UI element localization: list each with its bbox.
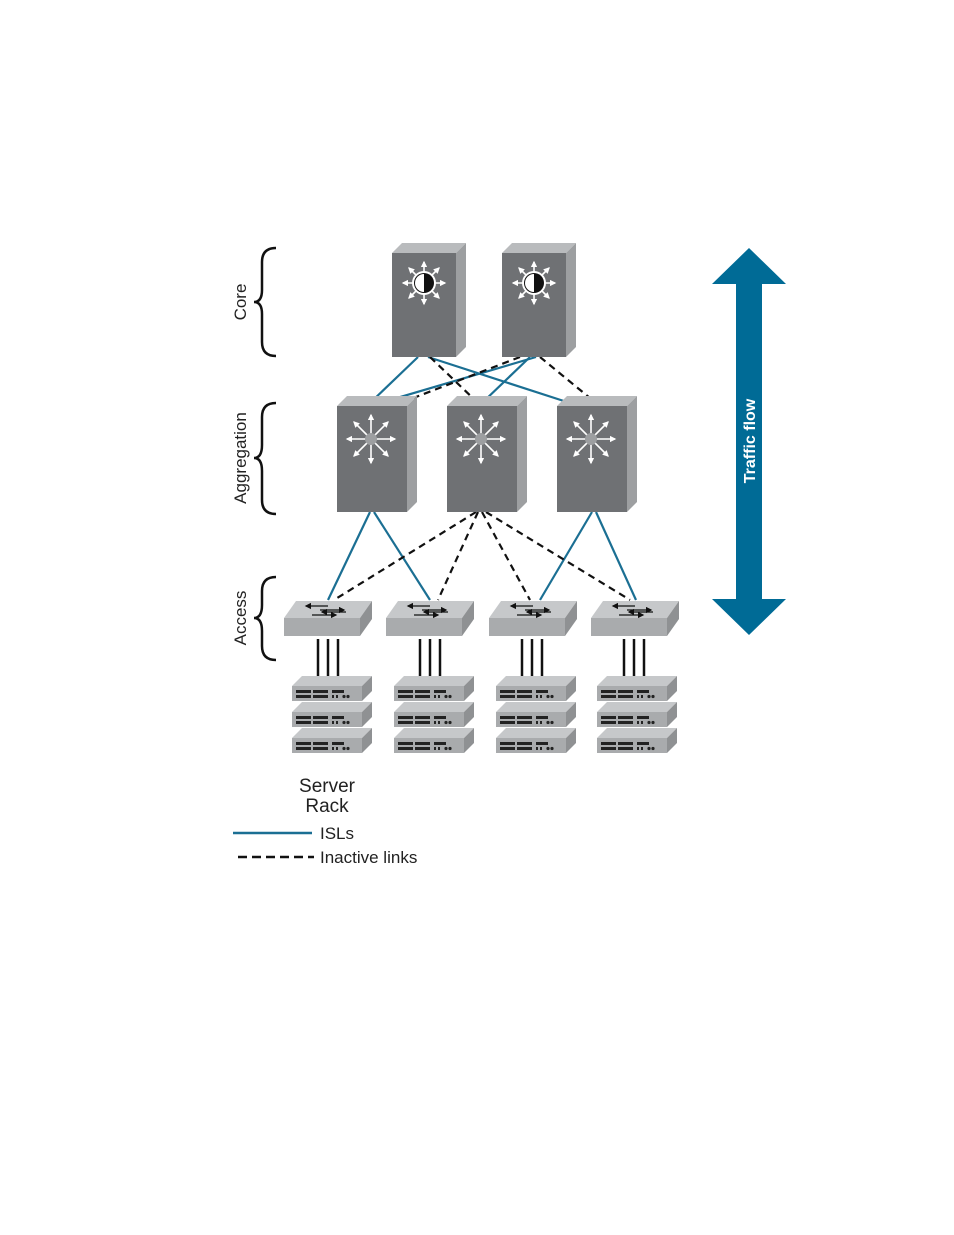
server-rack-1 xyxy=(292,676,372,753)
inactive-link xyxy=(482,512,530,600)
server-rack-caption-line1: Server xyxy=(299,776,356,797)
access-switch-2 xyxy=(386,601,474,636)
isl-link xyxy=(374,512,430,600)
legend: ISLs Inactive links xyxy=(233,824,417,867)
access-switch-4 xyxy=(591,601,679,636)
core-brace xyxy=(254,248,276,356)
access-switch-1 xyxy=(284,601,372,636)
legend-isl-label: ISLs xyxy=(320,824,354,843)
server-rack-3 xyxy=(496,676,576,753)
traffic-flow-arrow: Traffic flow xyxy=(712,248,786,635)
access-brace xyxy=(254,577,276,660)
server-rack-caption-line2: Rack xyxy=(305,796,349,817)
tier-access: Access xyxy=(231,577,276,660)
legend-inactive-label: Inactive links xyxy=(320,848,417,867)
aggregation-access-links xyxy=(328,512,636,600)
isl-link xyxy=(596,512,636,600)
inactive-link xyxy=(334,512,476,600)
isl-link xyxy=(328,512,370,600)
core-switch-1 xyxy=(392,243,466,357)
inactive-link xyxy=(486,512,630,600)
tier-core: Core xyxy=(231,248,276,356)
traffic-flow-label: Traffic flow xyxy=(742,398,759,483)
aggregation-switch-2 xyxy=(447,396,527,512)
access-label: Access xyxy=(231,591,250,646)
tier-aggregation: Aggregation xyxy=(231,403,276,514)
aggregation-switch-3 xyxy=(557,396,637,512)
core-switch-2 xyxy=(502,243,576,357)
aggregation-label: Aggregation xyxy=(231,412,250,504)
core-label: Core xyxy=(231,284,250,321)
aggregation-brace xyxy=(254,403,276,514)
aggregation-switch-1 xyxy=(337,396,417,512)
access-switch-3 xyxy=(489,601,577,636)
server-rack-4 xyxy=(597,676,677,753)
server-rack-2 xyxy=(394,676,474,753)
inactive-link xyxy=(438,512,478,600)
isl-link xyxy=(540,512,592,600)
server-uplinks xyxy=(318,639,644,677)
